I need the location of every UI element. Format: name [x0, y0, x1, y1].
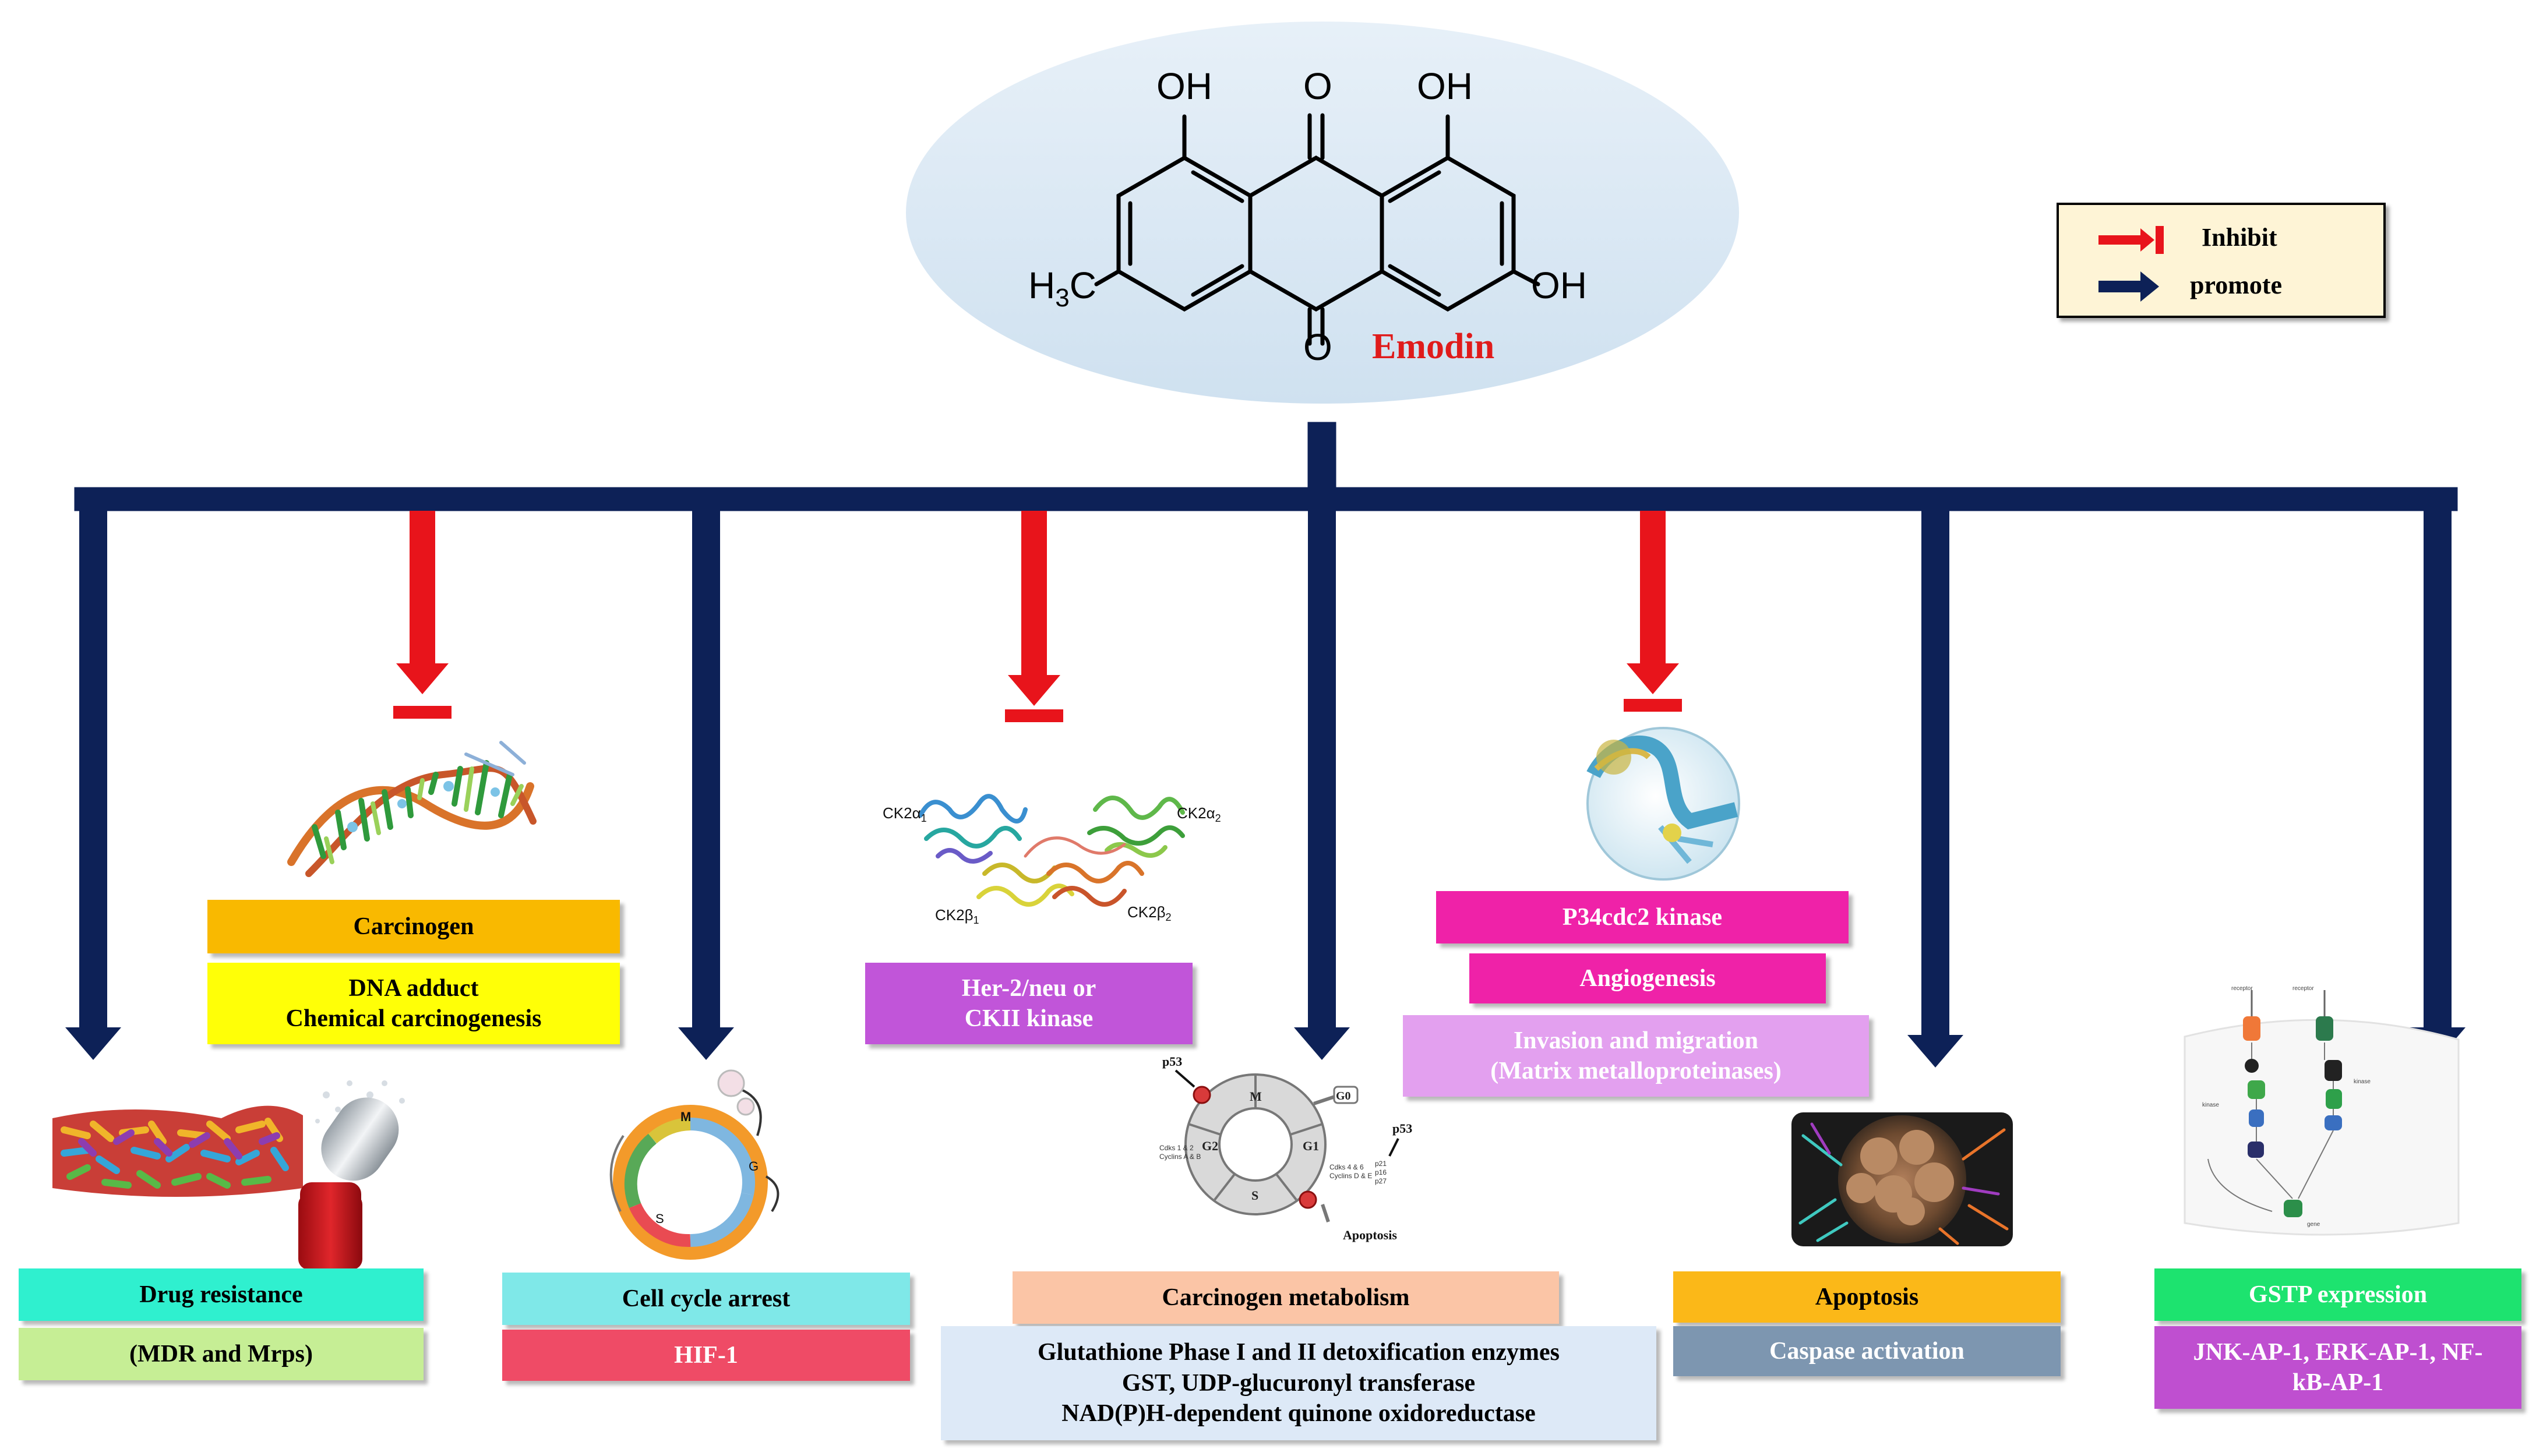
ck2-label-b1: CK2β1: [935, 906, 979, 926]
atom-oh-right: OH: [1417, 65, 1473, 107]
legend-inhibit-label: Inhibit: [2202, 223, 2277, 252]
inhibit-arrow-p34: [1624, 511, 1682, 712]
inhibit-arrow-her2: [1005, 511, 1063, 722]
p34cdc2-kinase-box: P34cdc2 kinase: [1436, 891, 1849, 943]
dna-helix-image: [287, 741, 537, 877]
atom-oh-left: OH: [1156, 65, 1212, 107]
wheel-cdks-right: Cdks 4 & 6: [1329, 1163, 1364, 1171]
pathway-label-5: gene: [2307, 1221, 2320, 1228]
wheel-p21: p21: [1375, 1160, 1387, 1168]
carcinogen-box: Carcinogen: [207, 900, 620, 953]
promote-arrow-apoptosis: [1907, 511, 1963, 1068]
blood-vessel-image: [1586, 727, 1740, 881]
ring-phase-m: M: [680, 1109, 691, 1124]
wheel-phase-g2: G2: [1202, 1139, 1218, 1153]
trunk: [74, 422, 2458, 511]
wheel-phase-g0: G0: [1336, 1090, 1351, 1102]
angiogenesis-box: Angiogenesis: [1469, 953, 1826, 1003]
emodin-ellipse: [906, 22, 1739, 404]
apoptosis-box: Apoptosis: [1673, 1271, 2061, 1323]
pathway-label-3: kinase: [2202, 1102, 2219, 1108]
caspase-activation-box: Caspase activation: [1673, 1326, 2061, 1376]
carcinogen-metabolism-box: Carcinogen metabolism: [1013, 1271, 1559, 1324]
wheel-phase-s: S: [1251, 1188, 1258, 1203]
drug-resistance-image: [52, 1080, 405, 1270]
emodin-label: Emodin: [1372, 327, 1495, 366]
mdr-mrps-box: (MDR and Mrps): [19, 1328, 424, 1380]
atom-o-top: O: [1303, 65, 1332, 107]
wheel-cyclins-right: Cyclins D & E: [1329, 1172, 1372, 1180]
wheel-p16: p16: [1375, 1168, 1387, 1176]
cell-cycle-ring-image: M G S: [609, 1069, 780, 1260]
ring-phase-s: S: [655, 1211, 664, 1226]
hif1-box: HIF-1: [502, 1330, 910, 1381]
promote-arrow-drug-resistance: [65, 511, 121, 1060]
wheel-p53-right: p53: [1392, 1121, 1412, 1136]
cell-cycle-wheel-image: M G1 S G2 G0 p53 p53 Apoptosis Cdks 1 & …: [1159, 1054, 1412, 1242]
inhibit-arrows: [393, 511, 1682, 722]
wheel-phase-g1: G1: [1303, 1139, 1319, 1153]
ck2-protein-image: CK2α1 CK2α2 CK2β1 CK2β2: [883, 794, 1221, 926]
atom-oh-bottom-right: OH: [1531, 264, 1587, 306]
wheel-cyclins-left: Cyclins A & B: [1159, 1153, 1201, 1161]
wheel-apoptosis: Apoptosis: [1343, 1228, 1397, 1242]
pathway-label-1: receptor: [2231, 985, 2253, 992]
pathway-label-4: kinase: [2354, 1079, 2371, 1085]
ck2-label-b2: CK2β2: [1127, 903, 1172, 923]
wheel-phase-m: M: [1250, 1089, 1262, 1104]
cell-cycle-arrest-box: Cell cycle arrest: [502, 1273, 910, 1325]
ring-phase-g1: G: [749, 1159, 759, 1174]
promote-arrow-cell-cycle: [678, 511, 734, 1060]
wheel-p53-left: p53: [1162, 1054, 1182, 1069]
jnk-ap1-box: JNK-AP-1, ERK-AP-1, NF-kB-AP-1: [2154, 1326, 2521, 1409]
wheel-p27: p27: [1375, 1177, 1387, 1185]
drug-resistance-box: Drug resistance: [19, 1268, 424, 1321]
inhibit-legend-icon: [2098, 226, 2164, 254]
promote-arrows: [65, 511, 2466, 1068]
tumor-image: [1791, 1112, 2013, 1246]
gstp-expression-box: GSTP expression: [2154, 1268, 2521, 1321]
wheel-cdks-left: Cdks 1 & 2: [1159, 1144, 1194, 1152]
legend-promote-label: promote: [2190, 271, 2283, 299]
ck2-label-a2: CK2α2: [1177, 804, 1221, 824]
inhibit-arrow-carcinogen: [393, 511, 452, 719]
emodin-structure: [1094, 113, 1540, 346]
signalling-pathway-image: receptor receptor kinase kinase gene: [2184, 985, 2460, 1236]
ck2-label-a1: CK2α1: [883, 804, 927, 824]
promote-arrow-carcinogen-metabolism: [1294, 511, 1350, 1060]
invasion-migration-box: Invasion and migration(Matrix metallopro…: [1403, 1015, 1869, 1097]
promote-arrow-gstp: [2410, 511, 2466, 1060]
legend: Inhibit promote: [2057, 203, 2386, 318]
pathway-label-2: receptor: [2292, 985, 2314, 992]
promote-legend-icon: [2098, 271, 2159, 302]
atom-o-bottom: O: [1303, 326, 1332, 368]
glutathione-box: Glutathione Phase I and II detoxificatio…: [941, 1326, 1656, 1440]
